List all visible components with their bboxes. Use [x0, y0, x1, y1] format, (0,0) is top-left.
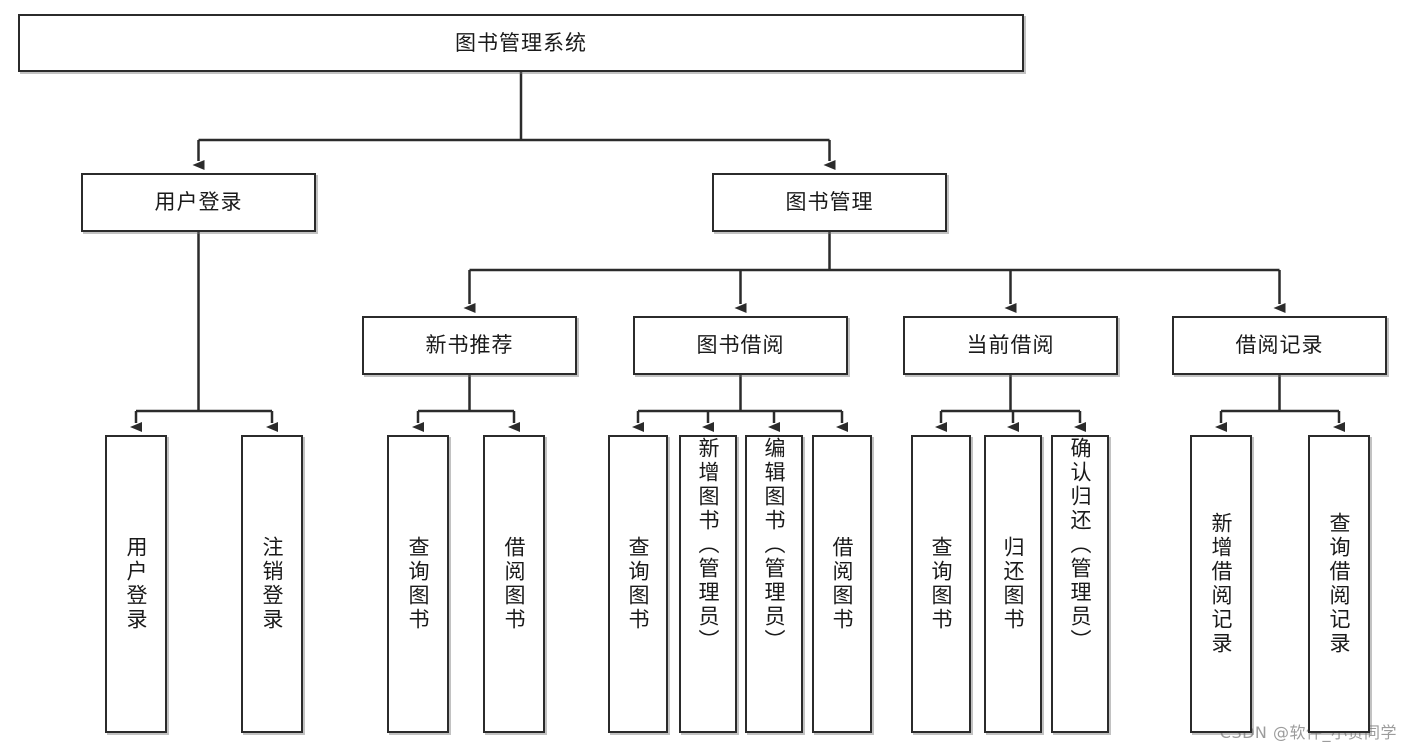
node-leaf-leaf-user-login[interactable]: 用户登录 — [105, 435, 167, 733]
node-leaf-label: 借阅图书 — [502, 536, 527, 632]
node-leaf-label: 新增图书（管理员） — [696, 437, 721, 653]
node-label: 图书借阅 — [696, 333, 785, 358]
node-user-login[interactable]: 用户登录 — [81, 173, 316, 232]
node-leaf-leaf-add-book[interactable]: 新增图书（管理员） — [679, 435, 737, 733]
node-leaf-leaf-confirm-return[interactable]: 确认归还（管理员） — [1051, 435, 1109, 733]
node-book-borrow[interactable]: 图书借阅 — [633, 316, 848, 375]
node-label: 借阅记录 — [1235, 333, 1324, 358]
node-leaf-label: 注销登录 — [260, 536, 285, 632]
node-leaf-label: 查询借阅记录 — [1327, 512, 1352, 656]
node-leaf-leaf-edit-book[interactable]: 编辑图书（管理员） — [745, 435, 803, 733]
node-label: 当前借阅 — [966, 333, 1055, 358]
node-leaf-leaf-return-book[interactable]: 归还图书 — [984, 435, 1042, 733]
node-leaf-label: 查询图书 — [929, 536, 954, 632]
node-leaf-leaf-query-book-1[interactable]: 查询图书 — [387, 435, 449, 733]
node-leaf-leaf-borrow-book-2[interactable]: 借阅图书 — [812, 435, 872, 733]
node-leaf-label: 借阅图书 — [830, 536, 855, 632]
node-leaf-leaf-query-book-3[interactable]: 查询图书 — [911, 435, 971, 733]
node-label: 新书推荐 — [425, 333, 514, 358]
node-leaf-label: 归还图书 — [1001, 536, 1026, 632]
node-leaf-leaf-query-record[interactable]: 查询借阅记录 — [1308, 435, 1370, 733]
node-leaf-leaf-add-record[interactable]: 新增借阅记录 — [1190, 435, 1252, 733]
node-leaf-label: 新增借阅记录 — [1209, 512, 1234, 656]
node-current-borrow[interactable]: 当前借阅 — [903, 316, 1118, 375]
node-leaf-label: 查询图书 — [406, 536, 431, 632]
node-leaf-label: 编辑图书（管理员） — [762, 437, 787, 653]
node-new-book-rec[interactable]: 新书推荐 — [362, 316, 577, 375]
node-book-manage[interactable]: 图书管理 — [712, 173, 947, 232]
node-leaf-label: 查询图书 — [626, 536, 651, 632]
node-root-label: 图书管理系统 — [455, 30, 587, 55]
node-root[interactable]: 图书管理系统 — [18, 14, 1024, 72]
node-label: 图书管理 — [785, 190, 874, 215]
node-leaf-leaf-user-logout[interactable]: 注销登录 — [241, 435, 303, 733]
node-leaf-leaf-query-book-2[interactable]: 查询图书 — [608, 435, 668, 733]
node-leaf-leaf-borrow-book-1[interactable]: 借阅图书 — [483, 435, 545, 733]
node-label: 用户登录 — [154, 190, 243, 215]
node-leaf-label: 用户登录 — [124, 536, 149, 632]
node-borrow-record[interactable]: 借阅记录 — [1172, 316, 1387, 375]
node-leaf-label: 确认归还（管理员） — [1068, 437, 1093, 653]
